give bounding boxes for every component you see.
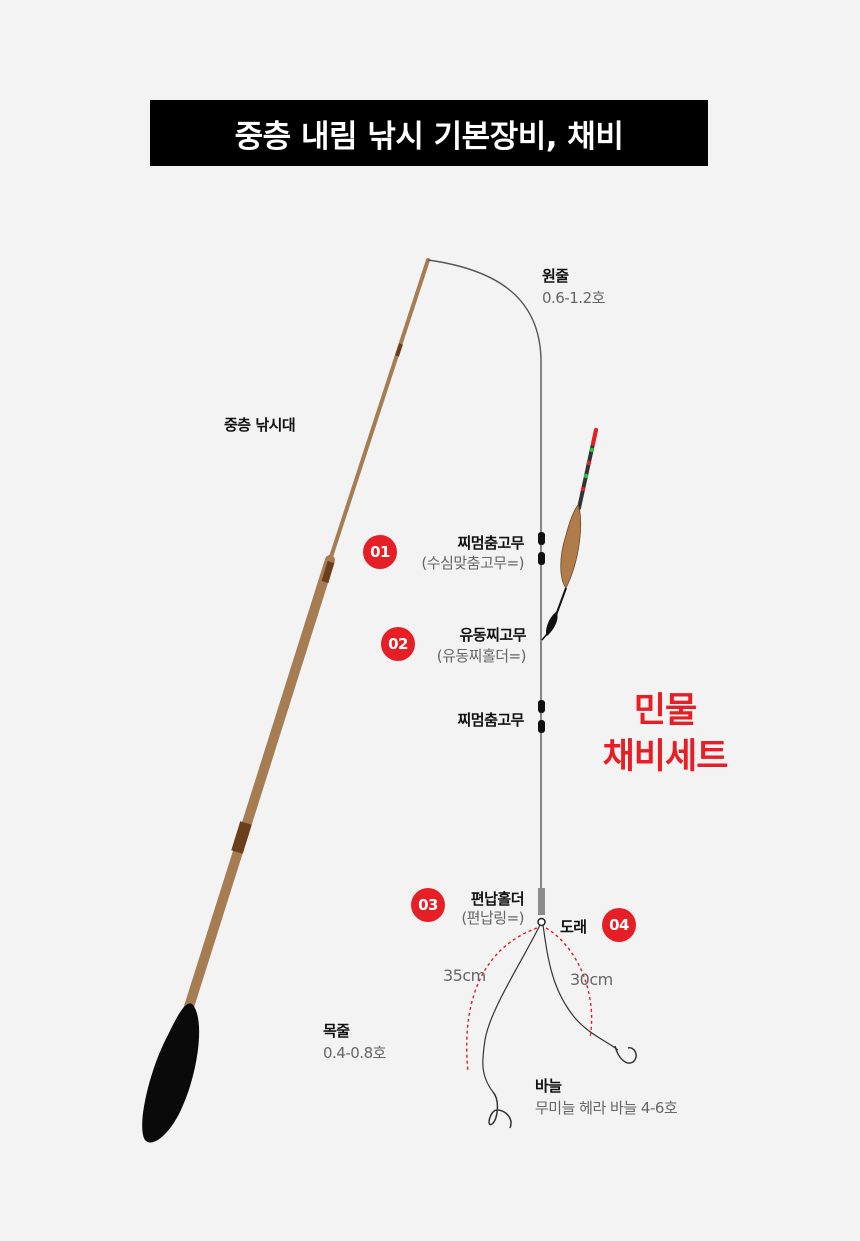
- float-tip-red: [581, 487, 585, 491]
- hook-spec: 무미늘 헤라 바늘 4-6호: [535, 1099, 678, 1117]
- float-tip-green: [583, 473, 589, 479]
- badge-02: 02: [381, 627, 415, 661]
- main-line: [427, 259, 542, 895]
- float-tip-green: [589, 447, 595, 453]
- part-01-alias: (수심맞춤고무=): [421, 554, 524, 572]
- measure-right: 30cm: [570, 970, 613, 989]
- part-04-name: 도래: [560, 918, 587, 936]
- tippet-spec: 0.4-0.8호: [323, 1044, 386, 1062]
- part-02-name: 유동찌고무: [459, 626, 526, 644]
- rod-band: [231, 821, 252, 854]
- float-stopper-bead: [538, 720, 545, 733]
- float: [541, 428, 598, 641]
- set-name-line1: 민물: [633, 691, 697, 731]
- set-name-line2: 채비세트: [602, 737, 729, 777]
- part-01-name: 찌멈춤고무: [457, 534, 524, 552]
- badge-04: 04: [602, 908, 636, 942]
- hook-left: [488, 1091, 512, 1129]
- page-title: 중층 내림 낚시 기본장비, 채비: [150, 100, 708, 166]
- rod-label: 중층 낚시대: [224, 416, 296, 434]
- hook-name: 바늘: [535, 1077, 562, 1095]
- rod-shaft-upper: [328, 258, 430, 562]
- tippet-name: 목줄: [323, 1022, 350, 1040]
- float-stopper-bead: [538, 552, 545, 565]
- measure-left: 35cm: [443, 966, 486, 985]
- badge-03: 03: [411, 888, 445, 922]
- float-tip-red: [591, 428, 598, 446]
- rod-shaft-lower: [183, 555, 335, 1015]
- part-02-alias: (유동찌홀더=): [436, 647, 527, 665]
- mainline-spec: 0.6-1.2호: [542, 289, 605, 307]
- float-tip-red: [586, 460, 592, 466]
- tippet-long: [482, 924, 541, 1093]
- float-stem: [554, 587, 567, 619]
- hook-right: [614, 1045, 637, 1064]
- set-name: 민물 채비세트: [585, 688, 745, 780]
- measure-arc-right: [545, 927, 593, 1039]
- fishing-rod: [142, 258, 430, 1143]
- rod-handle: [142, 1003, 200, 1143]
- rod-band: [321, 560, 335, 584]
- float-stopper-bead: [538, 700, 545, 713]
- mainline-name: 원줄: [542, 267, 569, 285]
- float-holder: [546, 612, 558, 636]
- part-03-name: 편납홀더: [470, 890, 525, 908]
- rod-band: [395, 343, 403, 357]
- tippet-short: [542, 924, 619, 1051]
- measure-arc-left: [466, 927, 538, 1073]
- float-body: [560, 504, 582, 589]
- badge-01: 01: [363, 535, 397, 569]
- part-03-alias: (편납링=): [461, 909, 524, 927]
- swivel: [537, 917, 546, 927]
- float-stopper-bead: [538, 532, 545, 545]
- float-holder-link: [541, 633, 548, 641]
- sinker-holder: [538, 888, 545, 915]
- lower-stopper-name: 찌멈춤고무: [457, 711, 524, 729]
